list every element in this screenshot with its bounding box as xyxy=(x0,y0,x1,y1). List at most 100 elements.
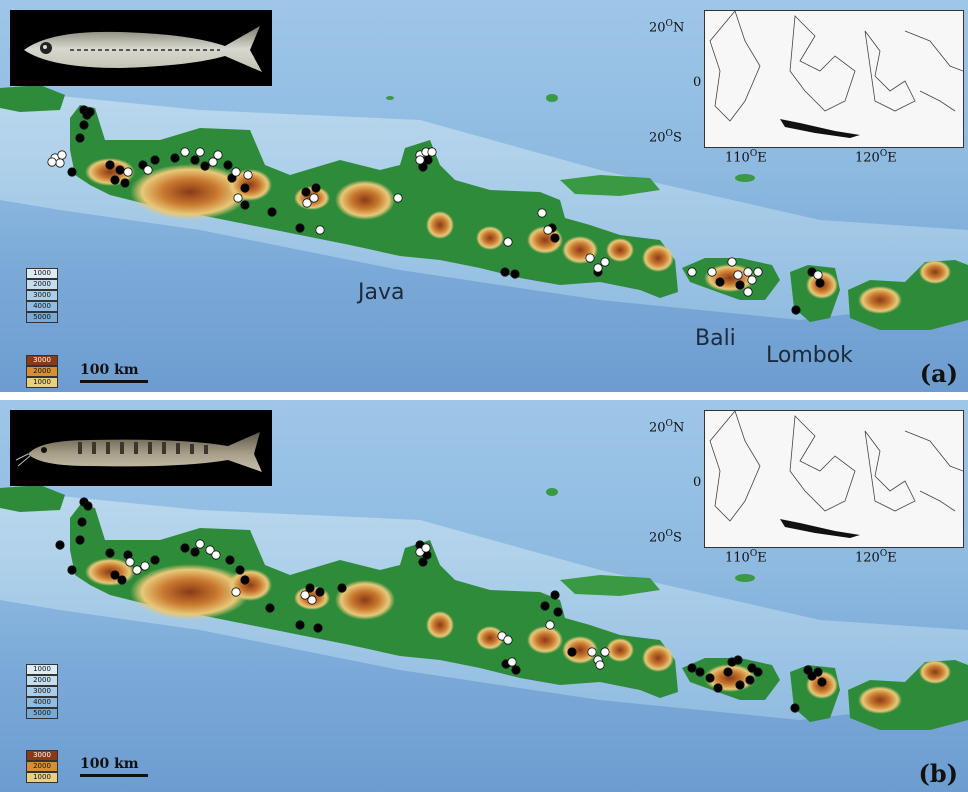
sample-point-present xyxy=(295,620,305,630)
sample-point-present xyxy=(418,557,428,567)
sample-point-absent xyxy=(208,157,218,167)
sample-point-present xyxy=(105,160,115,170)
sample-point-absent xyxy=(687,267,697,277)
legend-elev-3000: 3000 xyxy=(26,750,58,761)
islet xyxy=(546,488,558,496)
scale-bar: 100 km xyxy=(80,756,148,777)
sample-point-absent xyxy=(195,539,205,549)
sample-point-absent xyxy=(231,587,241,597)
inset-lat-top: 20ON xyxy=(649,419,685,436)
sample-point-present xyxy=(265,603,275,613)
sample-point-present xyxy=(510,269,520,279)
sample-point-absent xyxy=(743,267,753,277)
sample-point-present xyxy=(511,665,521,675)
legend-depth-2000: 2000 xyxy=(26,279,58,290)
sample-point-absent xyxy=(595,660,605,670)
sample-point-present xyxy=(79,120,89,130)
highland xyxy=(426,611,454,639)
highland xyxy=(919,660,951,684)
sample-point-present xyxy=(695,667,705,677)
islet xyxy=(735,174,755,182)
sample-point-present xyxy=(117,575,127,585)
sample-point-absent xyxy=(315,225,325,235)
highland xyxy=(858,286,902,314)
inset-map xyxy=(709,10,964,138)
sample-point-absent xyxy=(743,287,753,297)
sample-point-present xyxy=(55,540,65,550)
highland xyxy=(606,238,634,262)
sumatra-tip xyxy=(0,485,65,512)
inset-lon-left: 110OE xyxy=(725,149,767,166)
elevation-legend: 3000 2000 1000 xyxy=(26,750,58,783)
highland xyxy=(527,626,563,654)
sample-point-present xyxy=(540,601,550,611)
legend-elev-1000: 1000 xyxy=(26,377,58,388)
sample-point-present xyxy=(315,587,325,597)
label-lombok: Lombok xyxy=(766,343,853,368)
sample-point-present xyxy=(75,133,85,143)
sample-point-absent xyxy=(195,147,205,157)
sample-point-present xyxy=(807,671,817,681)
scale-bar-line xyxy=(80,380,148,383)
inset-map xyxy=(709,410,964,538)
highland xyxy=(858,686,902,714)
sample-point-absent xyxy=(427,147,437,157)
fish-photo xyxy=(10,10,272,86)
scale-bar-line xyxy=(80,774,148,777)
sample-point-present xyxy=(105,548,115,558)
sample-point-absent xyxy=(415,155,425,165)
inset-lat-mid: 0 xyxy=(693,75,702,90)
depth-legend: 1000 2000 3000 4000 5000 xyxy=(26,664,58,719)
inset-lat-bot: 20OS xyxy=(649,129,682,146)
sample-point-present xyxy=(735,280,745,290)
sample-point-absent xyxy=(302,198,312,208)
panel-letter-b: (b) xyxy=(918,759,959,788)
sample-point-absent xyxy=(393,193,403,203)
sample-point-present xyxy=(190,155,200,165)
map-panel-a: 20ON 0 20OS 110OE 120OE Java Bali Lombok… xyxy=(0,0,968,392)
scale-label: 100 km xyxy=(80,756,139,772)
legend-depth-1000: 1000 xyxy=(26,664,58,675)
sample-point-present xyxy=(267,207,277,217)
sample-point-present xyxy=(500,267,510,277)
sample-point-present xyxy=(85,107,95,117)
sample-point-present xyxy=(733,655,743,665)
sample-point-present xyxy=(550,590,560,600)
sample-point-present xyxy=(715,277,725,287)
sample-point-absent xyxy=(140,561,150,571)
legend-depth-1000: 1000 xyxy=(26,268,58,279)
highland xyxy=(642,644,674,672)
inset-lat-top: 20ON xyxy=(649,19,685,36)
sample-point-absent xyxy=(47,157,57,167)
madura-island xyxy=(560,175,660,196)
sample-point-absent xyxy=(211,550,221,560)
highland xyxy=(335,580,395,620)
sample-point-absent xyxy=(421,543,431,553)
sample-point-present xyxy=(110,175,120,185)
inset-lon-right: 120OE xyxy=(855,149,897,166)
sample-point-absent xyxy=(132,565,142,575)
fish-photo xyxy=(10,410,272,486)
highland xyxy=(85,158,135,186)
map-panel-b: 20ON 0 20OS 110OE 120OE 1000 2000 3000 4… xyxy=(0,400,968,792)
sample-point-absent xyxy=(125,557,135,567)
sample-point-present xyxy=(313,623,323,633)
sample-point-absent xyxy=(753,267,763,277)
highland xyxy=(606,638,634,662)
islet xyxy=(386,96,394,100)
legend-depth-3000: 3000 xyxy=(26,686,58,697)
sample-point-present xyxy=(120,178,130,188)
sample-point-present xyxy=(225,555,235,565)
sample-point-absent xyxy=(143,165,153,175)
sample-point-present xyxy=(311,183,321,193)
inset-lon-left: 110OE xyxy=(725,549,767,566)
sample-point-present xyxy=(170,153,180,163)
legend-depth-4000: 4000 xyxy=(26,697,58,708)
legend-depth-5000: 5000 xyxy=(26,708,58,719)
sample-point-present xyxy=(150,155,160,165)
highland xyxy=(919,260,951,284)
sample-points xyxy=(47,105,825,315)
sample-point-present xyxy=(301,187,311,197)
islet xyxy=(735,574,755,582)
sample-point-absent xyxy=(733,270,743,280)
